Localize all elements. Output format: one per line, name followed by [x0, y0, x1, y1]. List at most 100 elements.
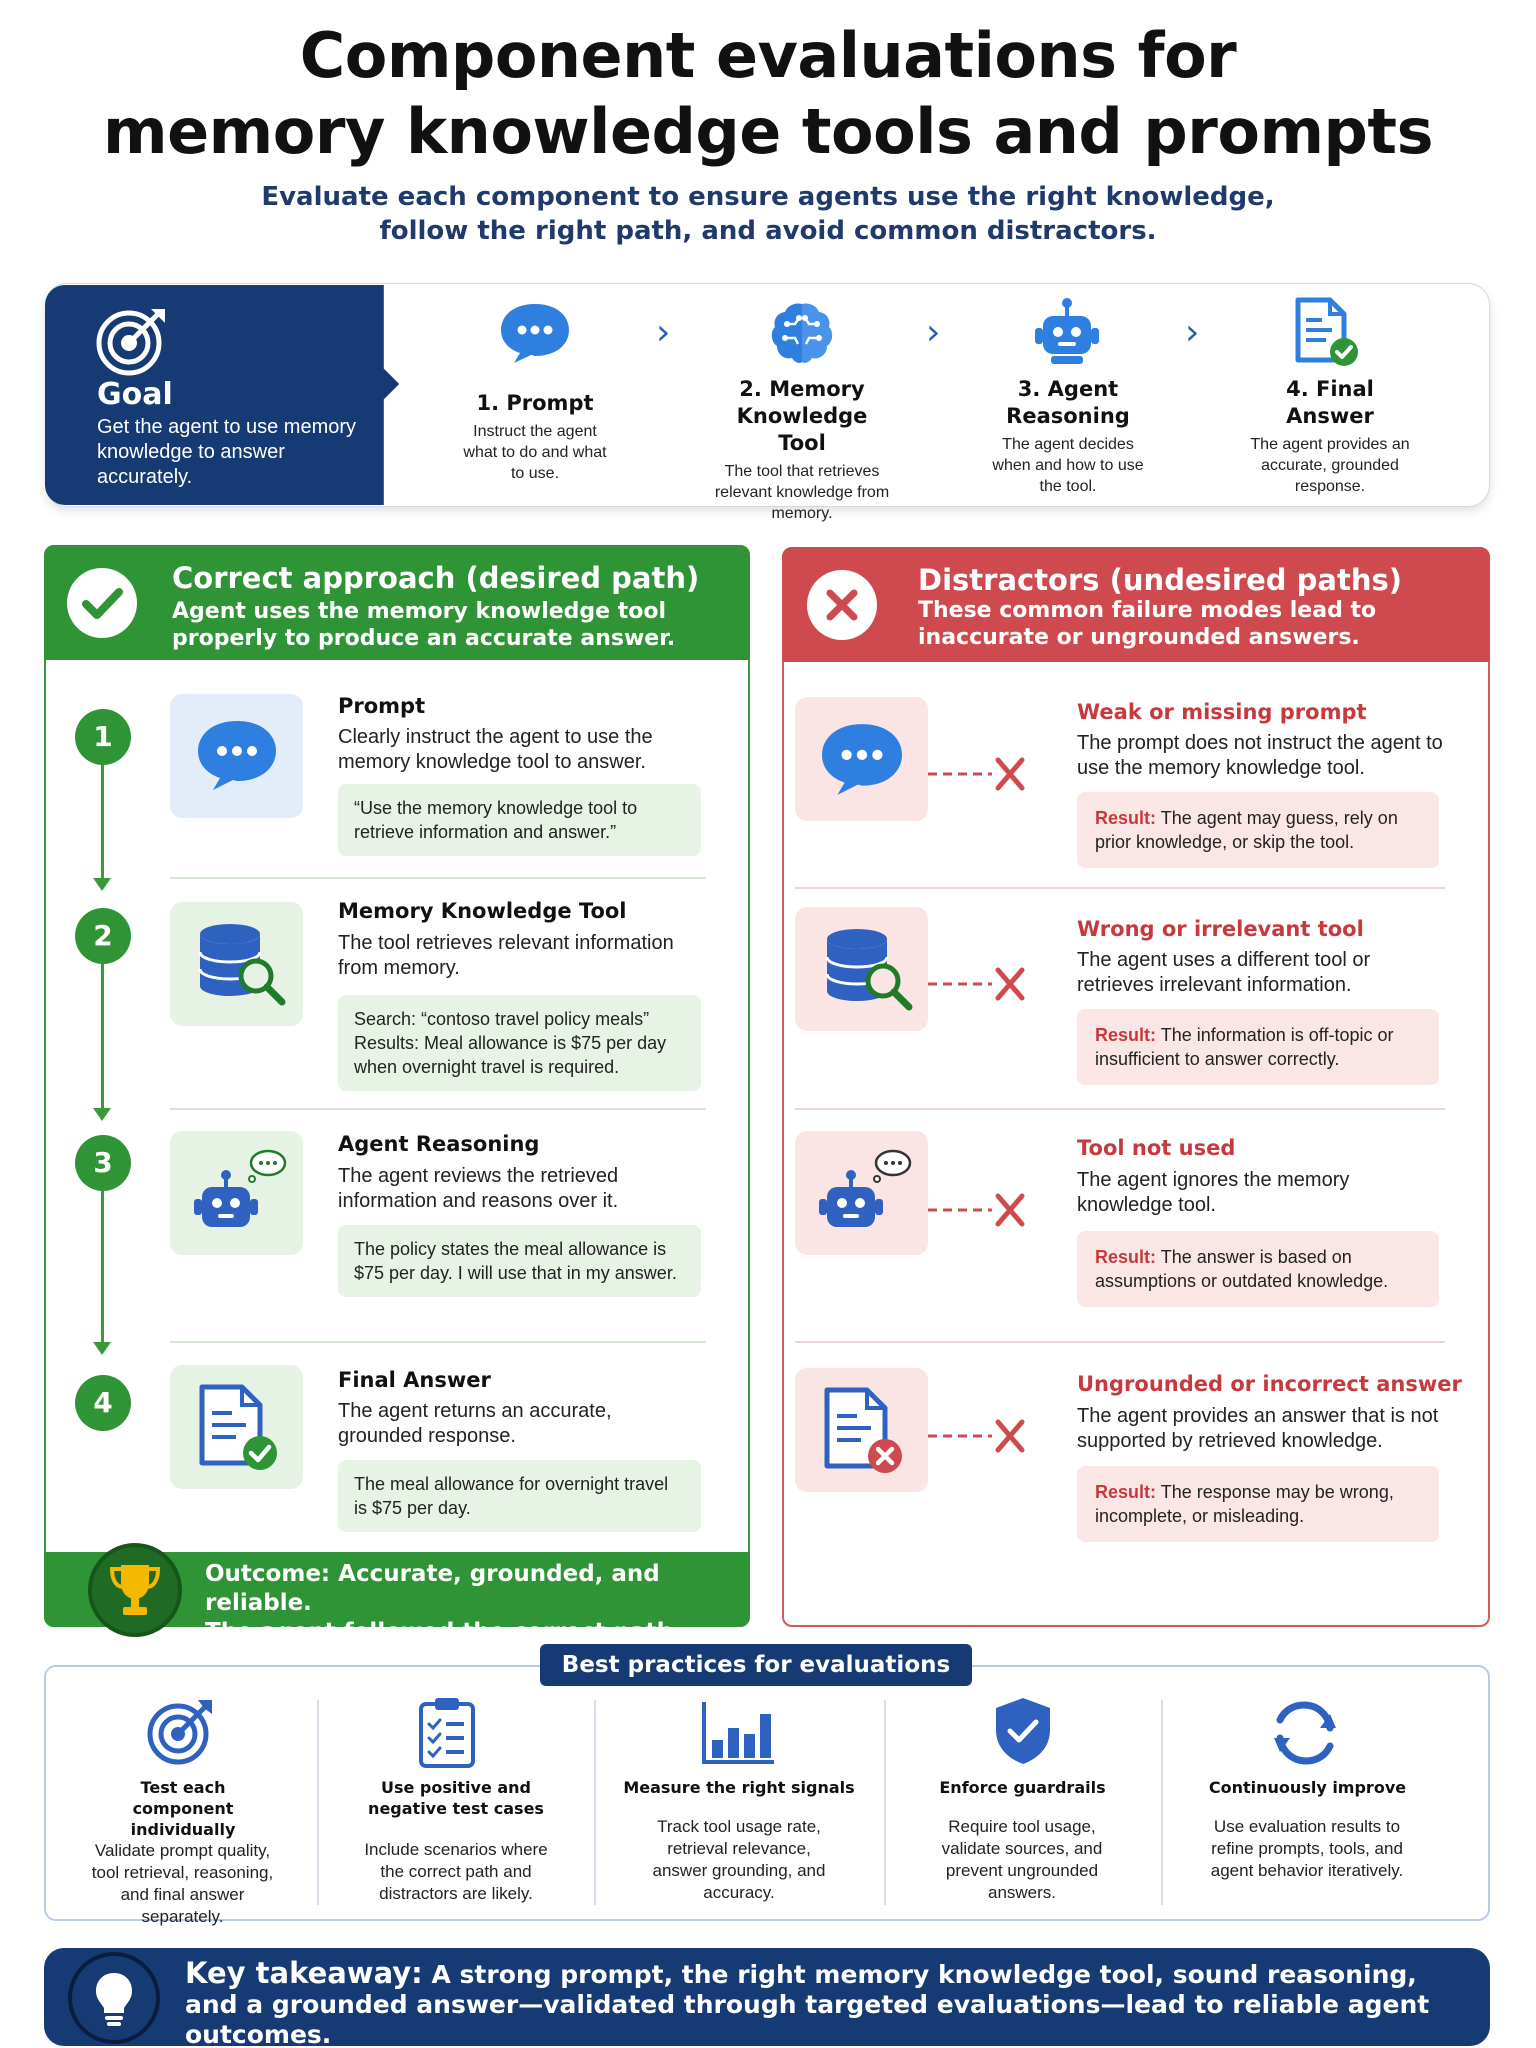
flow-step-title: 1. Prompt — [476, 391, 594, 415]
distractor-result: Result: The answer is based on assumptio… — [1077, 1231, 1439, 1307]
page-title: Component evaluations for memory knowled… — [0, 18, 1536, 170]
best-practice-desc: Require tool usage, validate sources, an… — [941, 1817, 1103, 1902]
key-takeaway-label: Key takeaway: — [185, 1956, 423, 1990]
divider — [795, 1108, 1445, 1110]
goal-title: Goal — [97, 377, 173, 412]
flow-step-prompt: 1. Prompt Instruct the agent what to do … — [430, 390, 640, 484]
best-practice-desc: Track tool usage rate, retrieval relevan… — [652, 1817, 826, 1902]
outcome-line-1: Accurate, grounded, and reliable. — [205, 1561, 660, 1616]
document-error-icon — [823, 1386, 913, 1476]
page-subtitle: Evaluate each component to ensure agents… — [0, 180, 1536, 248]
target-icon — [146, 1696, 216, 1766]
flow-step-final-answer: 4. Final Answer The agent provides an ac… — [1220, 376, 1440, 497]
arrow-down-icon — [93, 1342, 111, 1355]
shield-check-icon — [993, 1696, 1053, 1766]
step-desc: The agent reviews the retrieved informat… — [338, 1165, 619, 1212]
refresh-icon — [1270, 1698, 1340, 1768]
chevron-right-icon: › — [1185, 312, 1200, 353]
result-text: The information is off-topic or insuffic… — [1095, 1025, 1394, 1069]
step-icon-box — [170, 902, 303, 1026]
result-label: Result: — [1095, 1482, 1157, 1502]
divider — [1161, 1700, 1163, 1905]
failed-path-x-icon — [928, 962, 1038, 1006]
title-line-2: memory knowledge tools and prompts — [103, 95, 1433, 168]
correct-approach-subtitle: Agent uses the memory knowledge tool pro… — [172, 599, 676, 651]
subtitle-line-1: Evaluate each component to ensure agents… — [261, 182, 1275, 212]
step-title: Prompt — [338, 694, 426, 718]
result-text: The response may be wrong, incomplete, o… — [1095, 1482, 1394, 1526]
brain-icon — [767, 298, 837, 368]
chat-bubble-icon — [194, 716, 280, 794]
best-practice-desc: Validate prompt quality, tool retrieval,… — [91, 1841, 274, 1926]
goal-text: Get the agent to use memory knowledge to… — [97, 416, 357, 488]
robot-thinking-icon — [815, 1143, 915, 1243]
result-label: Result: — [1095, 1247, 1157, 1267]
result-text: The answer is based on assumptions or ou… — [1095, 1247, 1389, 1291]
failed-path-x-icon — [928, 1188, 1038, 1232]
best-practice-title: Test each component individually — [130, 1778, 236, 1839]
connector-line — [101, 1187, 104, 1347]
outcome-line-2: The agent followed the correct path. — [205, 1619, 682, 1645]
distractors-header: Distractors (undesired paths) These comm… — [782, 547, 1490, 662]
document-check-icon — [198, 1383, 288, 1473]
flow-step-desc: The agent provides an accurate, grounded… — [1250, 436, 1410, 495]
distractor-title: Ungrounded or incorrect answer — [1077, 1372, 1462, 1396]
distractor-desc: The prompt does not instruct the agent t… — [1077, 732, 1443, 779]
flow-step-desc: The agent decides when and how to use th… — [992, 436, 1144, 495]
correct-approach-header: Correct approach (desired path) Agent us… — [44, 545, 750, 660]
step-number: 4 — [75, 1375, 131, 1431]
divider — [317, 1700, 319, 1905]
best-practice-item: Test each component individually Validat… — [60, 1777, 305, 1928]
target-icon — [95, 303, 171, 379]
step-example: The meal allowance for overnight travel … — [338, 1460, 701, 1532]
subtitle-line-2: follow the right path, and avoid common … — [379, 216, 1157, 246]
chat-bubble-icon — [817, 719, 907, 799]
step-desc: The tool retrieves relevant information … — [338, 932, 674, 979]
step-desc: The agent returns an accurate, grounded … — [338, 1400, 612, 1447]
key-takeaway-line-1: A strong prompt, the right memory knowle… — [431, 1960, 1417, 1989]
document-check-icon — [1292, 296, 1362, 368]
step-desc: Clearly instruct the agent to use the me… — [338, 726, 653, 773]
distractors-title: Distractors (undesired paths) — [918, 563, 1402, 597]
distractor-desc: The agent ignores the memory knowledge t… — [1077, 1169, 1350, 1216]
database-search-icon — [198, 922, 288, 1008]
step-icon-box — [170, 1131, 303, 1255]
distractor-title: Wrong or irrelevant tool — [1077, 917, 1364, 941]
key-takeaway-text: Key takeaway: A strong prompt, the right… — [185, 1958, 1465, 2048]
clipboard-checklist-icon — [418, 1696, 476, 1768]
x-circle-icon — [806, 569, 878, 641]
best-practice-title: Use positive and negative test cases — [368, 1778, 544, 1818]
distractor-icon-box — [795, 1131, 928, 1255]
flow-step-desc: The tool that retrieves relevant knowled… — [714, 463, 890, 522]
chevron-right-icon: › — [656, 312, 671, 353]
result-label: Result: — [1095, 1025, 1157, 1045]
step-example: “Use the memory knowledge tool to retrie… — [338, 784, 701, 856]
distractor-result: Result: The response may be wrong, incom… — [1077, 1466, 1439, 1542]
chevron-right-icon: › — [926, 312, 941, 353]
distractor-icon-box — [795, 1368, 928, 1492]
flow-step-title: 3. Agent Reasoning — [1006, 377, 1130, 428]
best-practice-item: Continuously improve Use evaluation resu… — [1180, 1777, 1435, 1882]
best-practice-title: Continuously improve — [1208, 1778, 1407, 1797]
lightbulb-icon — [94, 1971, 134, 2027]
result-text: The agent may guess, rely on prior knowl… — [1095, 808, 1398, 852]
lightbulb-badge — [68, 1952, 160, 2044]
outcome-label: Outcome: — [205, 1561, 331, 1587]
best-practices-label: Best practices for evaluations — [540, 1644, 972, 1686]
chat-bubble-icon — [498, 300, 572, 366]
flow-step-title: 4. Final Answer — [1286, 377, 1374, 428]
divider — [170, 1341, 706, 1343]
trophy-badge — [88, 1543, 182, 1637]
robot-thinking-icon — [190, 1143, 290, 1243]
distractor-icon-box — [795, 697, 928, 821]
outcome-text: Outcome: Accurate, grounded, and reliabl… — [205, 1560, 745, 1647]
database-search-icon — [825, 927, 915, 1013]
distractor-result: Result: The information is off-topic or … — [1077, 1009, 1439, 1085]
bar-chart-icon — [700, 1700, 776, 1766]
divider — [170, 1108, 706, 1110]
best-practice-item: Enforce guardrails Require tool usage, v… — [900, 1777, 1145, 1904]
flow-step-memory-tool: 2. Memory Knowledge Tool The tool that r… — [690, 376, 914, 524]
connector-line — [101, 961, 104, 1113]
arrow-down-icon — [93, 1108, 111, 1121]
distractors-subtitle: These common failure modes lead to inacc… — [918, 598, 1377, 650]
